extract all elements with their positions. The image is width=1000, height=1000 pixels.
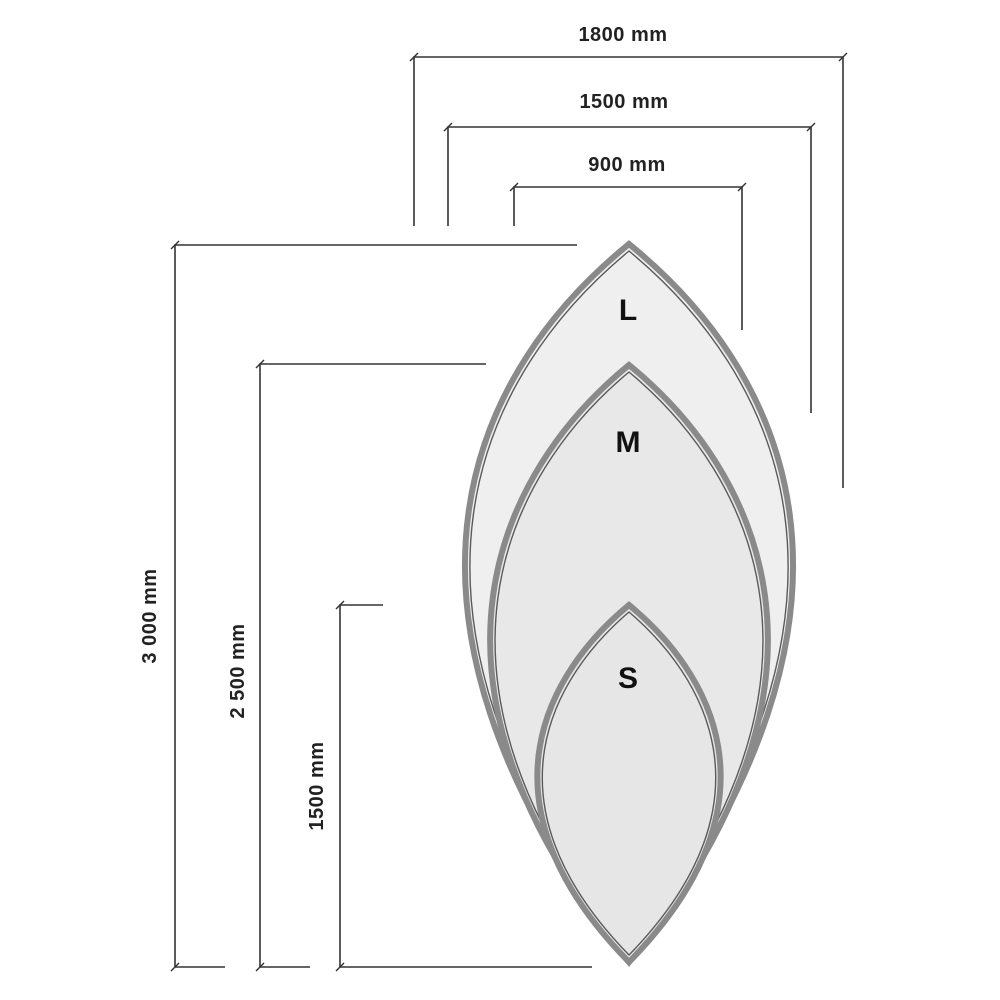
width-line-l [413,56,844,488]
width-line-s [513,186,743,330]
height-dimension-l: 3 000 mm [139,240,577,972]
petal-s-outline [534,601,724,967]
width-tick-l-right [838,52,848,62]
height-line-l [174,244,577,968]
height-label-l: 3 000 mm [139,568,161,663]
height-tick-l-bottom [170,962,180,972]
width-line-m [447,126,812,413]
width-dimension-m: 1500 mm [443,91,816,413]
height-line-m [259,363,486,968]
height-tick-m-top [255,359,265,369]
height-label-m: 2 500 mm [227,623,249,718]
width-tick-m-left [443,122,453,132]
petal-s-inner-line [541,611,717,957]
height-label-s: 1500 mm [306,741,328,830]
height-tick-s-top [335,600,345,610]
width-label-l: 1800 mm [578,24,667,46]
size-label-l: L [619,294,637,327]
width-dimension-s: 900 mm [509,154,747,330]
width-tick-s-right [737,182,747,192]
width-tick-m-right [806,122,816,132]
petal-s [534,601,724,967]
height-tick-m-bottom [255,962,265,972]
height-line-s [339,604,592,968]
height-dimension-s: 1500 mm [306,600,592,972]
width-tick-l-left [409,52,419,62]
size-label-m: M [616,426,641,459]
width-tick-s-left [509,182,519,192]
width-label-m: 1500 mm [579,91,668,113]
size-label-s: S [618,662,638,695]
height-dimension-m: 2 500 mm [227,359,486,972]
height-tick-l-top [170,240,180,250]
width-label-s: 900 mm [588,154,666,176]
width-dimension-l: 1800 mm [409,24,848,488]
height-tick-s-bottom [335,962,345,972]
